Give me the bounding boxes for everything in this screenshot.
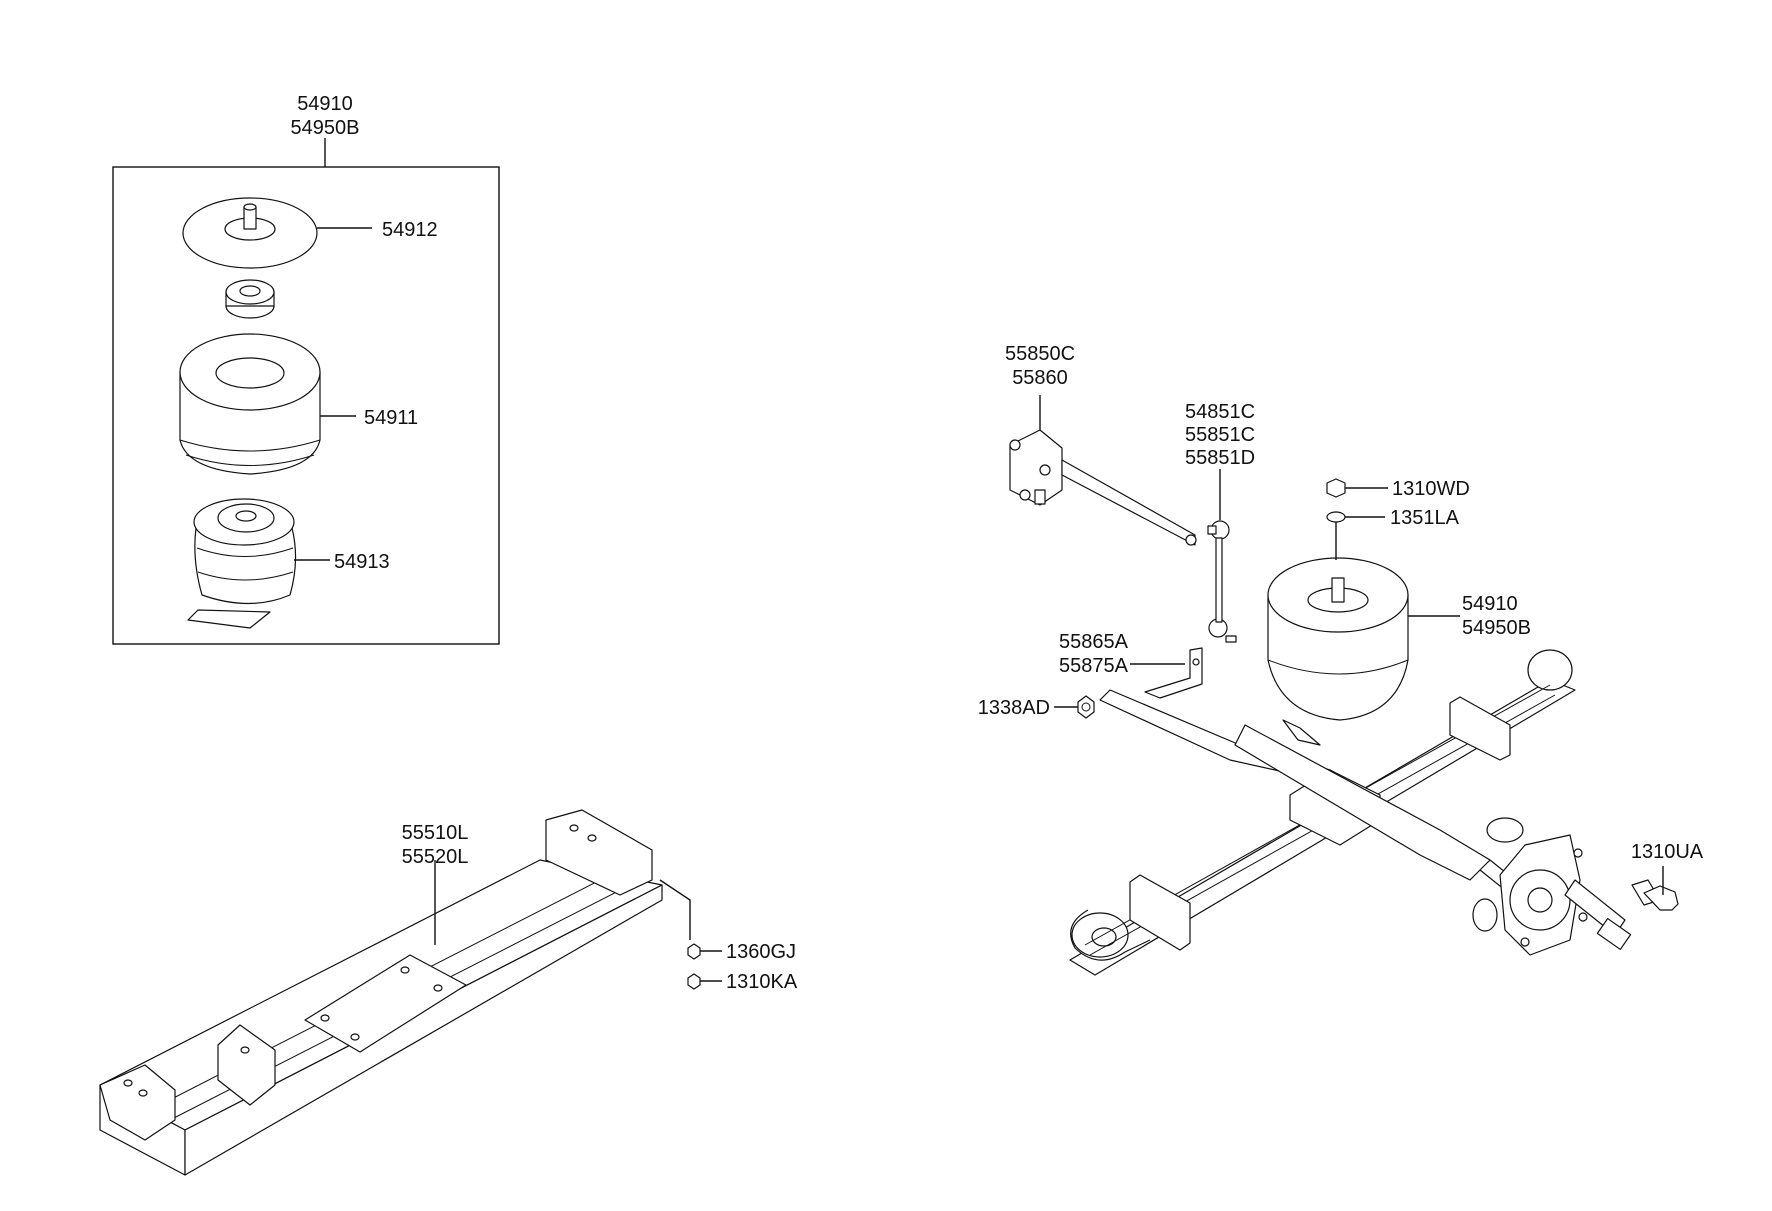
- hex-nut-part[interactable]: [1077, 695, 1095, 719]
- piston-part[interactable]: [187, 498, 297, 629]
- leveling-valve-part[interactable]: [1009, 429, 1197, 546]
- callout-crossmember-top: 55510L: [402, 822, 469, 844]
- washer-part[interactable]: [1326, 511, 1346, 523]
- callout-kit-top: 54910: [297, 93, 353, 115]
- callout-bracket-bottom: 55875A: [1059, 655, 1129, 677]
- callout-kit-bottom: 54950B: [291, 117, 360, 139]
- callout-airspring-top: 54910: [1462, 593, 1518, 615]
- callout-nut-small: 1360GJ: [726, 941, 796, 963]
- callout-bellow: 54911: [364, 407, 418, 429]
- callout-bracket-top: 55865A: [1059, 631, 1129, 653]
- valve-bracket-part[interactable]: [1144, 647, 1203, 699]
- callout-nut-small2: 1310KA: [726, 971, 798, 993]
- air-spring-part[interactable]: [1267, 557, 1409, 746]
- small-nut-part[interactable]: [687, 943, 701, 990]
- callout-link-2: 55851C: [1185, 424, 1255, 446]
- bushing-part[interactable]: [225, 279, 275, 319]
- bellow-part[interactable]: [179, 333, 321, 475]
- top-nut-part[interactable]: [1326, 478, 1346, 498]
- callout-piston: 54913: [334, 551, 390, 573]
- callout-link-1: 54851C: [1185, 401, 1255, 423]
- air-spring-kit-group: [112, 138, 500, 645]
- callout-washer: 1351LA: [1390, 507, 1460, 529]
- callout-link-3: 55851D: [1185, 447, 1255, 469]
- crossmember-part[interactable]: [99, 809, 663, 1176]
- callout-plate: 54912: [382, 219, 438, 241]
- callout-labels: 54910 54950B 54912 54911 54913 55510L 55…: [291, 93, 1704, 993]
- callout-valve-top: 55850C: [1005, 343, 1075, 365]
- callout-airspring-bottom: 54950B: [1462, 617, 1531, 639]
- callout-crossmember-bottom: 55520L: [402, 846, 469, 868]
- kit-frame: [112, 166, 500, 645]
- callout-valve-bottom: 55860: [1012, 367, 1068, 389]
- bolt-part[interactable]: [1631, 879, 1679, 911]
- link-rod-part[interactable]: [1207, 520, 1237, 643]
- callout-hexnut: 1338AD: [978, 697, 1050, 719]
- upper-plate-part[interactable]: [182, 197, 318, 269]
- callout-nut: 1310WD: [1392, 478, 1470, 500]
- callout-bolt: 1310UA: [1631, 841, 1704, 863]
- leaf-spring-part[interactable]: [1069, 649, 1632, 976]
